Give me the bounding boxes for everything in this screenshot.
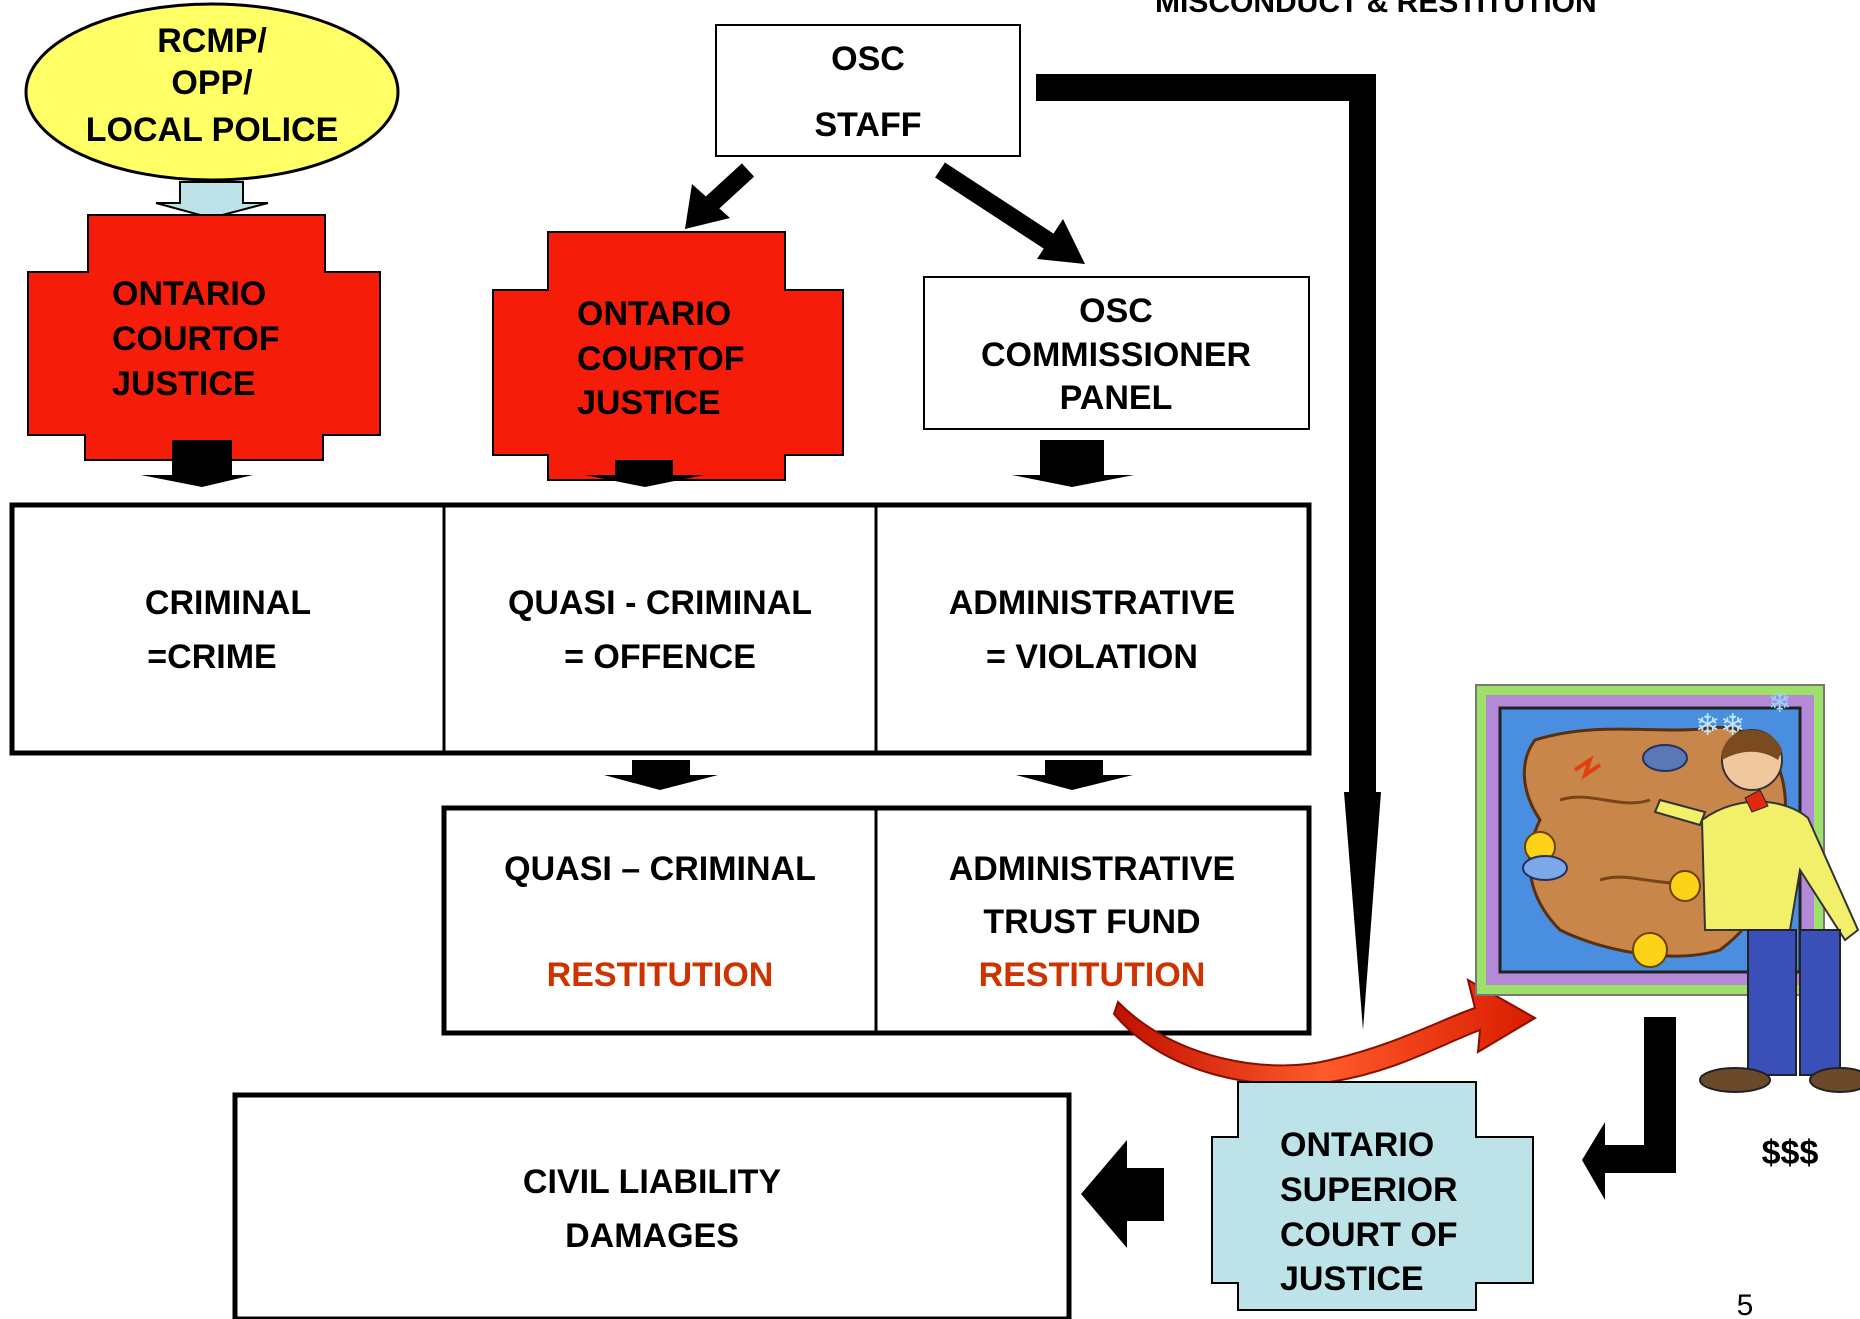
category-value-quasi: = OFFENCE bbox=[564, 638, 756, 676]
court-middle-line-3: JUSTICE bbox=[577, 384, 721, 422]
admin-down-arrow bbox=[1016, 760, 1133, 790]
restitution-quasi-line-1: QUASI – CRIMINAL bbox=[504, 850, 816, 888]
presenter-figure bbox=[1653, 729, 1860, 1093]
restitution-curve-arrow bbox=[1112, 977, 1537, 1086]
civil-line-2: DAMAGES bbox=[565, 1217, 739, 1255]
category-value-criminal: =CRIME bbox=[147, 638, 276, 676]
commissioner-line-3: PANEL bbox=[1060, 379, 1173, 417]
staff-to-court-arrow bbox=[685, 163, 755, 229]
superior-line-2: SUPERIOR bbox=[1280, 1171, 1458, 1209]
cloud-icon bbox=[1522, 855, 1568, 881]
superior-line-4: JUSTICE bbox=[1280, 1260, 1424, 1298]
court-middle-line-2: COURTOF bbox=[577, 340, 744, 378]
court-left-node: ONTARIO COURTOF JUSTICE bbox=[27, 214, 381, 461]
restitution-quasi-highlight: RESTITUTION bbox=[547, 956, 774, 994]
restitution-admin-line-2: TRUST FUND bbox=[983, 903, 1200, 941]
superior-to-civil-arrow bbox=[1081, 1140, 1164, 1248]
civil-line-1: CIVIL LIABILITY bbox=[523, 1163, 781, 1201]
restitution-admin-highlight: RESTITUTION bbox=[979, 956, 1206, 994]
police-line-3: LOCAL POLICE bbox=[86, 111, 339, 149]
svg-text:❄: ❄ bbox=[1768, 686, 1791, 719]
category-name-quasi: QUASI - CRIMINAL bbox=[508, 584, 812, 622]
police-line-1: RCMP/ bbox=[157, 22, 267, 60]
restitution-table: QUASI – CRIMINAL RESTITUTION ADMINISTRAT… bbox=[441, 805, 1312, 1036]
court-left-line-1: ONTARIO bbox=[112, 275, 266, 313]
category-value-admin: = VIOLATION bbox=[986, 638, 1198, 676]
staff-to-superior-arrow bbox=[1036, 74, 1381, 1030]
osc-staff-line-1: OSC bbox=[831, 40, 905, 78]
quasi-down-arrow bbox=[604, 760, 718, 790]
civil-liability-node: CIVIL LIABILITY DAMAGES bbox=[232, 1092, 1072, 1319]
illustration-to-superior-arrow bbox=[1582, 1017, 1676, 1200]
court-left-line-2: COURTOF bbox=[112, 320, 279, 358]
lightning-icon bbox=[1573, 755, 1602, 780]
category-name-admin: ADMINISTRATIVE bbox=[949, 584, 1235, 622]
category-name-criminal: CRIMINAL bbox=[145, 584, 311, 622]
commissioner-node: OSC COMMISSIONER PANEL bbox=[923, 276, 1310, 430]
money-label: $$$ bbox=[1762, 1134, 1819, 1172]
police-to-court-arrow bbox=[155, 181, 269, 220]
court-middle-node: ONTARIO COURTOF JUSTICE bbox=[492, 231, 844, 481]
court-middle-line-1: ONTARIO bbox=[577, 295, 731, 333]
page-number: 5 bbox=[1737, 1289, 1754, 1319]
court-middle-down-arrow bbox=[585, 460, 704, 487]
category-table: CRIMINAL =CRIME QUASI - CRIMINAL = OFFEN… bbox=[9, 502, 1312, 756]
commissioner-down-arrow bbox=[1012, 440, 1134, 487]
restitution-admin-line-1: ADMINISTRATIVE bbox=[949, 850, 1235, 888]
police-line-2: OPP/ bbox=[171, 64, 253, 102]
superior-line-3: COURT OF bbox=[1280, 1216, 1458, 1254]
osc-staff-node: OSC STAFF bbox=[715, 24, 1021, 157]
police-node: RCMP/ OPP/ LOCAL POLICE bbox=[24, 2, 400, 182]
superior-court-node: ONTARIO SUPERIOR COURT OF JUSTICE bbox=[1211, 1081, 1534, 1311]
osc-staff-line-2: STAFF bbox=[814, 106, 921, 144]
commissioner-line-2: COMMISSIONER bbox=[981, 336, 1251, 374]
court-left-line-3: JUSTICE bbox=[112, 365, 256, 403]
header-title: MISCONDUCT & RESTITUTION bbox=[1155, 0, 1597, 19]
court-left-down-arrow bbox=[141, 440, 253, 487]
commissioner-line-1: OSC bbox=[1079, 292, 1153, 330]
staff-to-panel-arrow bbox=[935, 162, 1085, 264]
superior-line-1: ONTARIO bbox=[1280, 1126, 1434, 1164]
